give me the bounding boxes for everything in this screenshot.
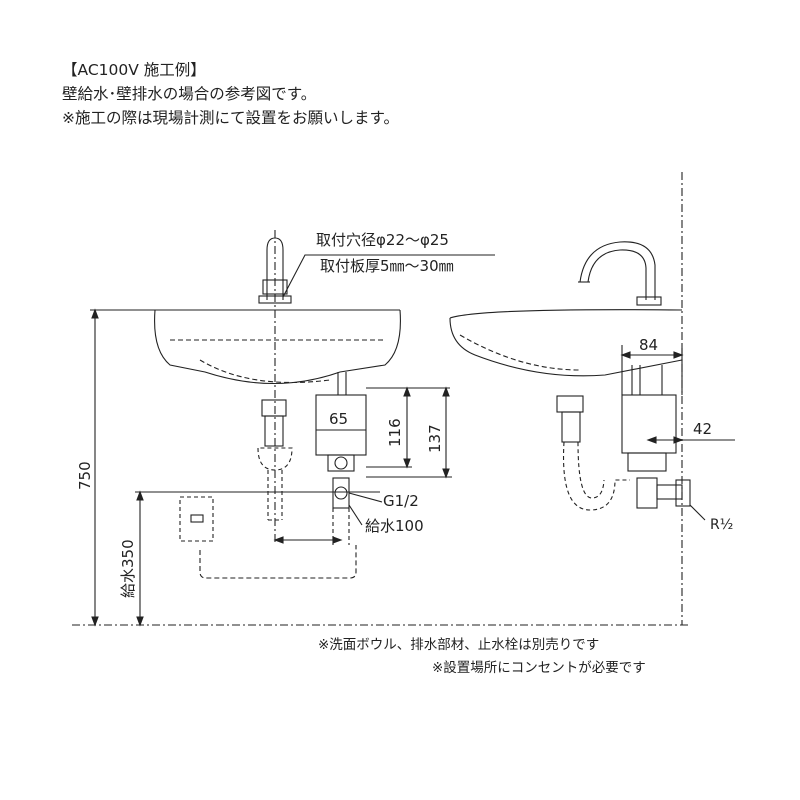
dim-65: 65 bbox=[329, 410, 348, 428]
basin-front-view bbox=[154, 309, 401, 385]
drain-front-view bbox=[257, 399, 293, 521]
power-cord bbox=[199, 545, 357, 579]
dim-116: 116 bbox=[386, 418, 404, 447]
basin-side-view bbox=[449, 309, 683, 377]
dim-42: 42 bbox=[693, 420, 712, 438]
control-box-front-view bbox=[315, 372, 367, 472]
stop-valve-front-view bbox=[332, 477, 350, 545]
plate-thickness-label: 取付板厚5㎜～30㎜ bbox=[320, 257, 454, 275]
title: 【AC100V 施工例】 bbox=[62, 61, 206, 79]
pipe-thread-label: R½ bbox=[710, 517, 733, 533]
control-box-side-view bbox=[621, 365, 677, 472]
hole-diameter-label: 取付穴径φ22～φ25 bbox=[316, 231, 449, 249]
thread-size-label: G1/2 bbox=[383, 492, 419, 510]
subtitle: 壁給水･壁排水の場合の参考図です。 bbox=[62, 85, 317, 103]
dim-750: 750 bbox=[76, 461, 94, 490]
stop-valve-side-view bbox=[636, 477, 691, 509]
supply-height-label: 給水350 bbox=[119, 539, 137, 598]
note-outlet-required: ※設置場所にコンセントが必要です bbox=[432, 660, 646, 676]
instruction: ※施工の際は現場計測にて設置をお願いします。 bbox=[62, 109, 399, 127]
note-separately-sold: ※洗面ボウル、排水部材、止水栓は別売りです bbox=[318, 637, 600, 653]
faucet-side-view bbox=[578, 241, 662, 306]
dim-84: 84 bbox=[639, 336, 658, 354]
dim-137: 137 bbox=[426, 424, 444, 453]
drain-side-view bbox=[556, 395, 630, 511]
supply-offset-label: 給水100 bbox=[365, 517, 424, 535]
outlet-box bbox=[179, 496, 214, 542]
